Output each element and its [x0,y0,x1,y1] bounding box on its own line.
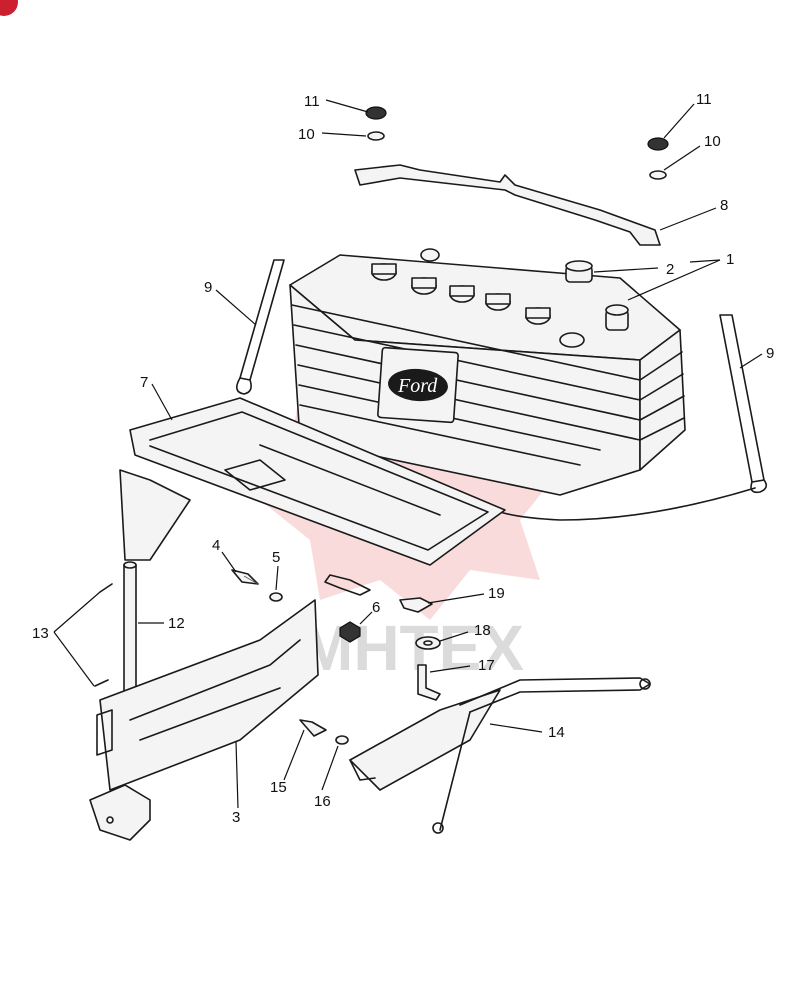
callout-17: 17 [478,657,495,674]
callout-15: 15 [270,779,287,796]
callout-19: 19 [488,585,505,602]
callout-14: 14 [548,724,565,741]
hold-down-rod-left [236,259,285,395]
battery-tray [119,397,506,596]
callout-11-left: 11 [304,93,320,110]
callout-labels: 11 10 11 10 8 2 1 9 9 7 4 5 6 19 18 17 1… [32,91,774,826]
callout-12: 12 [168,615,185,632]
leader-lines [53,99,763,809]
battery-caps [371,248,585,348]
support-post [123,561,137,694]
callout-9-right: 9 [766,345,774,362]
washer-18 [415,636,441,650]
callout-8: 8 [720,197,728,214]
callout-1: 1 [726,251,734,268]
elbow-fitting-17 [417,664,441,701]
cotter-pin-bottom [94,679,109,687]
callout-13: 13 [32,625,49,642]
callout-5: 5 [272,549,280,566]
callout-7: 7 [140,374,148,391]
ford-logo-icon [388,368,448,402]
callout-10-right: 10 [704,133,721,150]
callout-9-left: 9 [204,279,212,296]
cotter-pin-top [99,583,113,593]
terminal-post [605,304,629,331]
callout-18: 18 [474,622,491,639]
callout-2: 2 [666,261,674,278]
hold-down-clamp [354,164,661,246]
bolt-4 [231,569,259,585]
callout-4: 4 [212,537,220,554]
washer-right [649,170,667,180]
terminal-cap [565,260,593,283]
hold-down-rod-right [499,314,768,521]
support-bracket-14 [349,677,651,834]
watermark-text: MHTEX [300,612,524,684]
callout-6: 6 [372,599,380,616]
callout-16: 16 [314,793,331,810]
callout-11-right: 11 [696,91,712,108]
lock-washer-16 [335,735,349,745]
nut-left [365,106,387,120]
nut-right [647,137,669,151]
clip-19 [399,597,433,613]
nut-6 [339,621,361,643]
mounting-bracket [89,599,319,841]
corner-badge [0,0,18,16]
callout-3: 3 [232,809,240,826]
washer-left [367,131,385,141]
callout-10-left: 10 [298,126,315,143]
lock-washer-5 [269,592,283,602]
ford-logo-text: Ford [397,375,438,397]
bolt-15 [299,719,327,737]
